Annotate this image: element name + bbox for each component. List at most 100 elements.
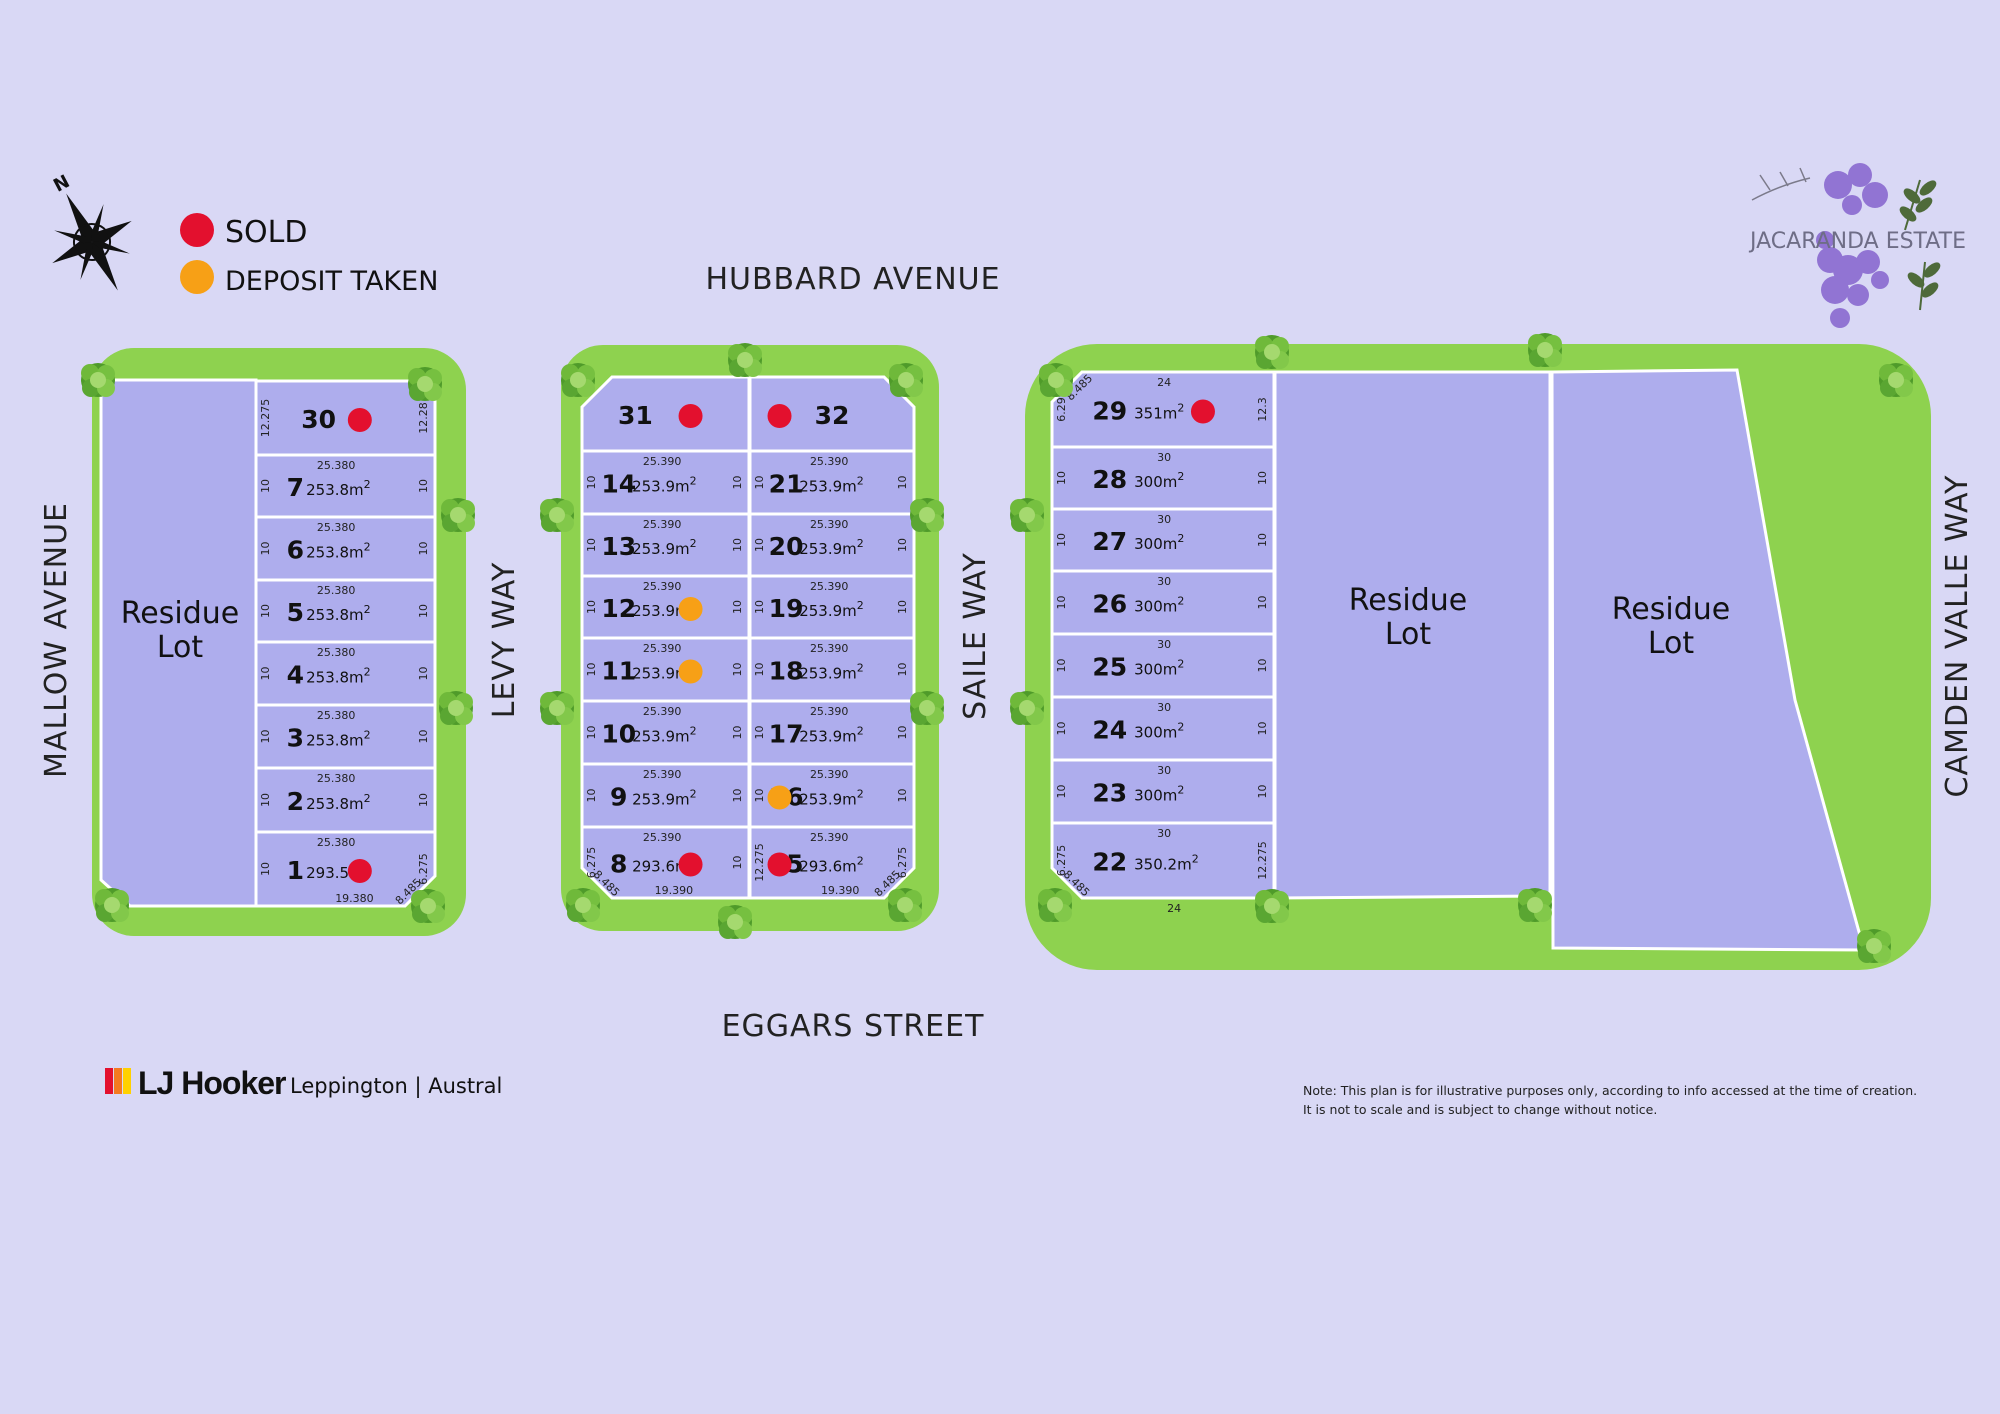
sold-marker [767,404,792,428]
lot-area: 253.8m2 [306,478,371,499]
tree-icon [728,343,762,377]
lot-area: 253.9m2 [799,662,864,683]
lot-shape[interactable] [580,375,751,453]
tree-icon [1038,888,1072,922]
lot-left-dimension: 10 [585,726,598,740]
lot-top-dimension: 25.380 [317,459,356,472]
lot-number: 17 [769,720,804,749]
street-hubbard-avenue: HUBBARD AVENUE [705,262,1000,297]
tree-icon [566,888,600,922]
lot-left-dimension: 10 [1055,596,1068,610]
lot-number: 26 [1092,590,1127,619]
brand-stripe-red [105,1068,113,1094]
tree-icon [540,691,574,725]
lot-31[interactable]: 31 [580,375,751,453]
lot-number: 6 [287,536,304,565]
lot-shape[interactable] [1050,821,1276,900]
lot-area: 300m2 [1134,532,1184,553]
lot-top-dimension: 25.380 [317,646,356,659]
lot-left-dimension: 6.275 [585,847,598,879]
area-superscript: 2 [364,603,371,616]
lot-shape[interactable] [748,825,916,900]
lot-left-dimension: 10 [1055,471,1068,485]
lot-top-dimension: 25.390 [643,705,682,718]
lot-left-dimension: 10 [753,600,766,614]
lot-area: 293.6m2 [799,855,864,876]
lot-area: 253.8m2 [306,666,371,687]
street-levy-way: LEVY WAY [487,562,522,719]
lot-number: 3 [287,724,304,753]
lot-right-dimension: 10 [896,663,909,677]
lot-top-dimension: 25.390 [643,580,682,593]
lot-left-dimension: 10 [259,542,272,556]
lot-left-dimension: 6.275 [1055,845,1068,877]
lot-left-dimension: 10 [1055,659,1068,673]
lot-number: 29 [1092,397,1127,426]
area-superscript: 2 [690,537,697,550]
lot-shape[interactable] [1050,370,1276,449]
tree-icon [889,363,923,397]
lj-hooker-logo: LJ Hooker Leppington | Austral [105,1065,502,1101]
lot-32[interactable]: 32 [748,375,916,453]
lot-left-dimension: 10 [1055,722,1068,736]
lot-left-dimension: 10 [585,476,598,490]
lot-right-dimension: 10 [1256,659,1269,673]
lot-area: 300m2 [1134,784,1184,805]
lot-right-dimension: 10 [896,538,909,552]
lot-top-dimension: 25.390 [643,768,682,781]
lot-number: 14 [601,470,636,499]
lot-left-dimension: 12.275 [259,399,272,438]
disclaimer-line-2: It is not to scale and is subject to cha… [1303,1102,1657,1117]
lot-shape[interactable] [748,375,916,453]
sold-marker [347,408,372,432]
tree-icon [441,498,475,532]
disclaimer-line-1: Note: This plan is for illustrative purp… [1303,1083,1917,1098]
area-superscript: 2 [857,599,864,612]
lot-right-dimension: 12.3 [1256,397,1269,422]
tree-icon [718,905,752,939]
lot-top-dimension: 30 [1157,827,1171,840]
lot-number: 30 [301,405,336,434]
street-eggars-street: EGGARS STREET [722,1009,985,1044]
lot-shape[interactable] [254,379,437,457]
lot-right-dimension: 10 [896,789,909,803]
area-superscript: 2 [1177,470,1184,483]
sold-legend-label: SOLD [225,215,307,250]
area-superscript: 2 [1177,402,1184,415]
lot-shape[interactable] [580,825,751,900]
lot-top-dimension: 25.380 [317,584,356,597]
twig-icon [1751,167,1811,201]
